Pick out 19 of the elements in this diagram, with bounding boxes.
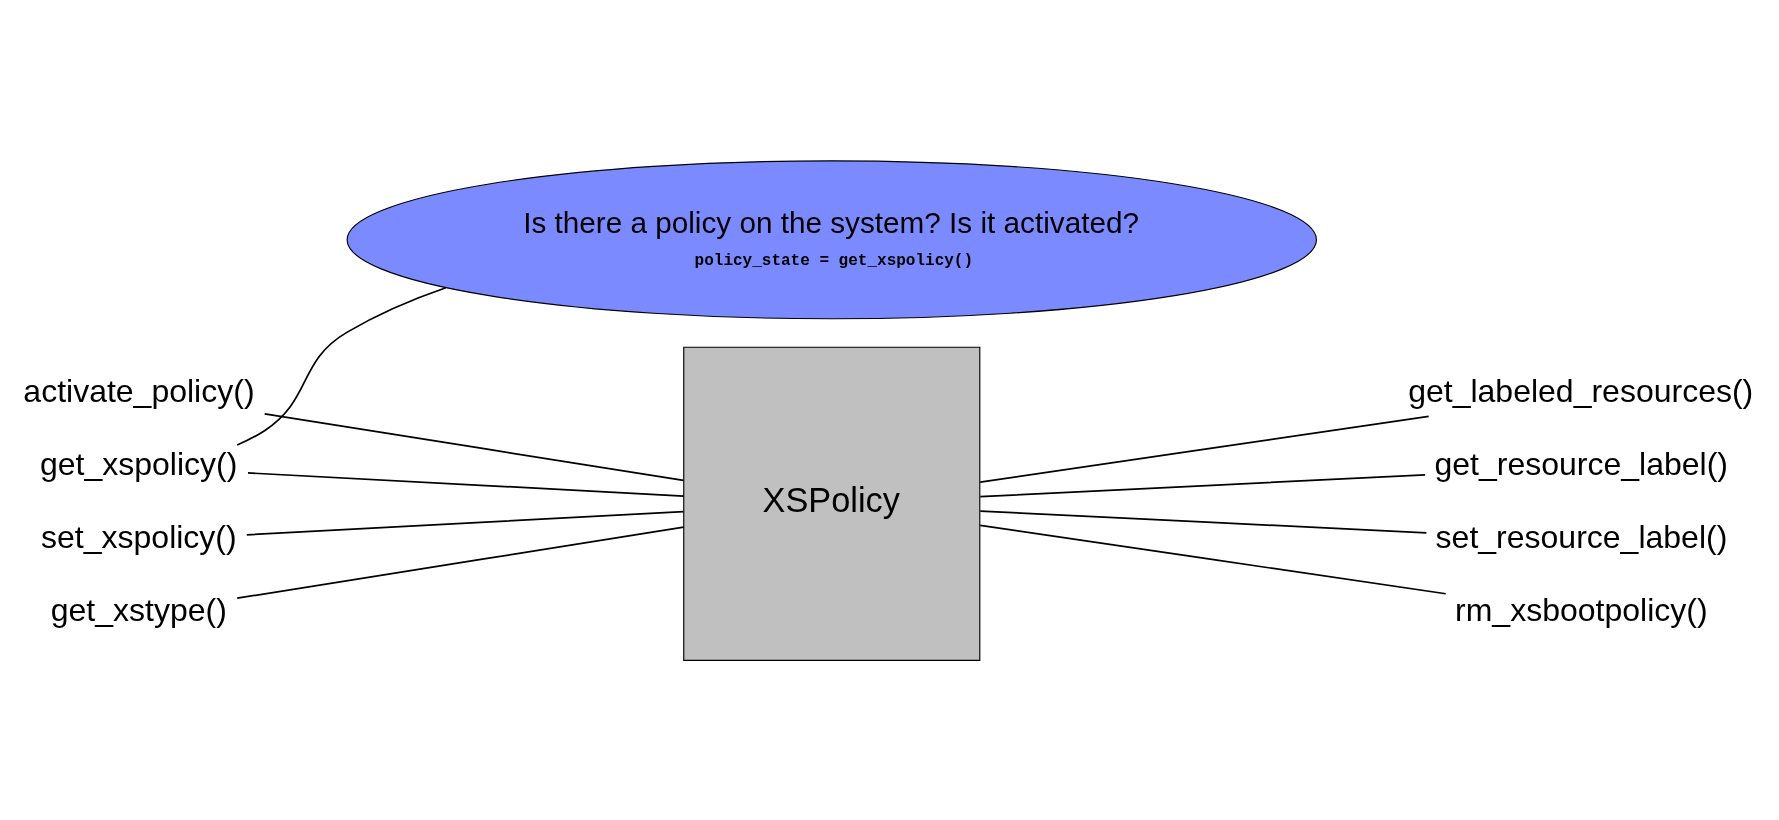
node-text: get_xstype() bbox=[50, 591, 227, 628]
connector bbox=[236, 286, 447, 446]
node-text: set_resource_label() bbox=[1435, 518, 1728, 555]
node-text: get_resource_label() bbox=[1434, 445, 1728, 482]
connector bbox=[979, 509, 1428, 534]
connector bbox=[263, 412, 685, 481]
node-text: activate_policy() bbox=[23, 372, 255, 409]
node-text: get_labeled_resources() bbox=[1408, 372, 1754, 409]
node-ellipse: Is there a policy on the system? Is it activated? policy_state = get_xspolicy() bbox=[346, 159, 1318, 319]
node-text: rm_xsbootpolicy() bbox=[1455, 591, 1708, 628]
node-text: get_xspolicy() bbox=[39, 445, 238, 482]
connector bbox=[979, 415, 1430, 483]
node-box: XSPolicy bbox=[683, 346, 981, 661]
connector bbox=[247, 471, 685, 497]
connector bbox=[245, 510, 685, 536]
connector bbox=[236, 525, 685, 599]
node-text: set_xspolicy() bbox=[41, 518, 237, 555]
connector bbox=[979, 473, 1426, 497]
connector bbox=[979, 524, 1447, 595]
